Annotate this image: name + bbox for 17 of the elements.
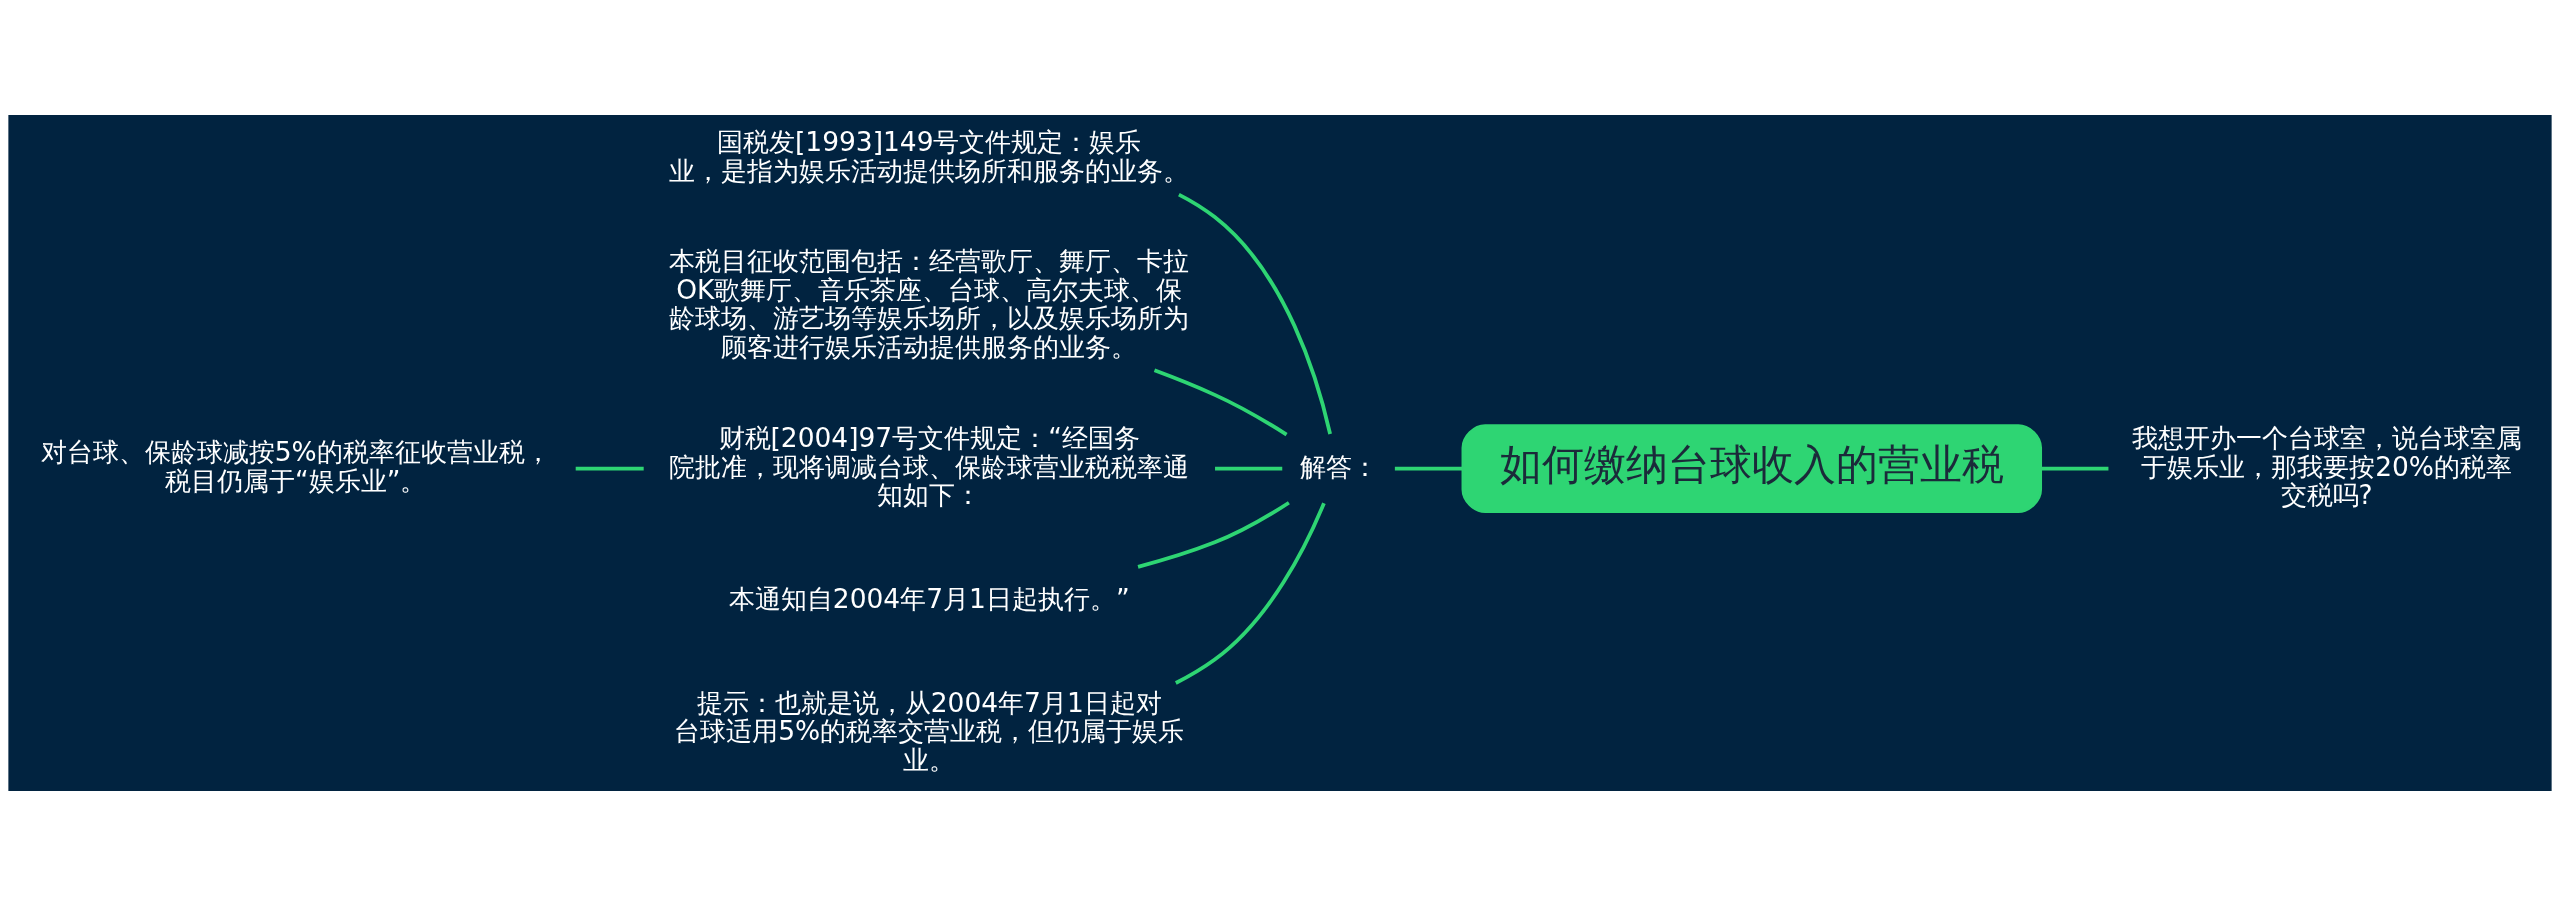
- node-text: 解答：: [1299, 450, 1378, 482]
- connector: [1215, 466, 1283, 471]
- node-text: 本税目征收范围包括：经营歌厅、舞厅、卡拉OK歌舞厅、音乐茶座、台球、高尔夫球、保龄球场、游艺场等娱乐场所，以及娱乐场所为顾客进行娱乐活动提供服务的业务。: [669, 245, 1190, 362]
- node-box: 如何缴纳台球收入的营业税: [1461, 424, 2043, 514]
- connector: [1394, 466, 1463, 471]
- node-text: 国税发[1993]149号文件规定：娱乐业，是指为娱乐活动提供场所和服务的业务。: [669, 126, 1190, 186]
- connector: [575, 466, 644, 471]
- node-text: 我想开办一个台球室，说台球室属于娱乐业，那我要按20%的税率交税吗?: [2131, 422, 2522, 510]
- connector: [1174, 502, 1326, 685]
- connector: [1178, 192, 1332, 435]
- node-text: 本通知自2004年7月1日起执行。”: [728, 582, 1130, 614]
- connector: [1137, 501, 1290, 569]
- connector: [1153, 368, 1288, 437]
- node-text: 对台球、保龄球减按5%的税率征收营业税，税目仍属于“娱乐业”。: [40, 436, 551, 496]
- connector: [2041, 466, 2109, 471]
- node-text: 财税[2004]97号文件规定：“经国务院批准，现将调减台球、保龄球营业税税率通知如下：: [669, 422, 1190, 510]
- node-text: 提示：也就是说，从2004年7月1日起对台球适用5%的税率交营业税，但仍属于娱乐业。: [674, 686, 1185, 775]
